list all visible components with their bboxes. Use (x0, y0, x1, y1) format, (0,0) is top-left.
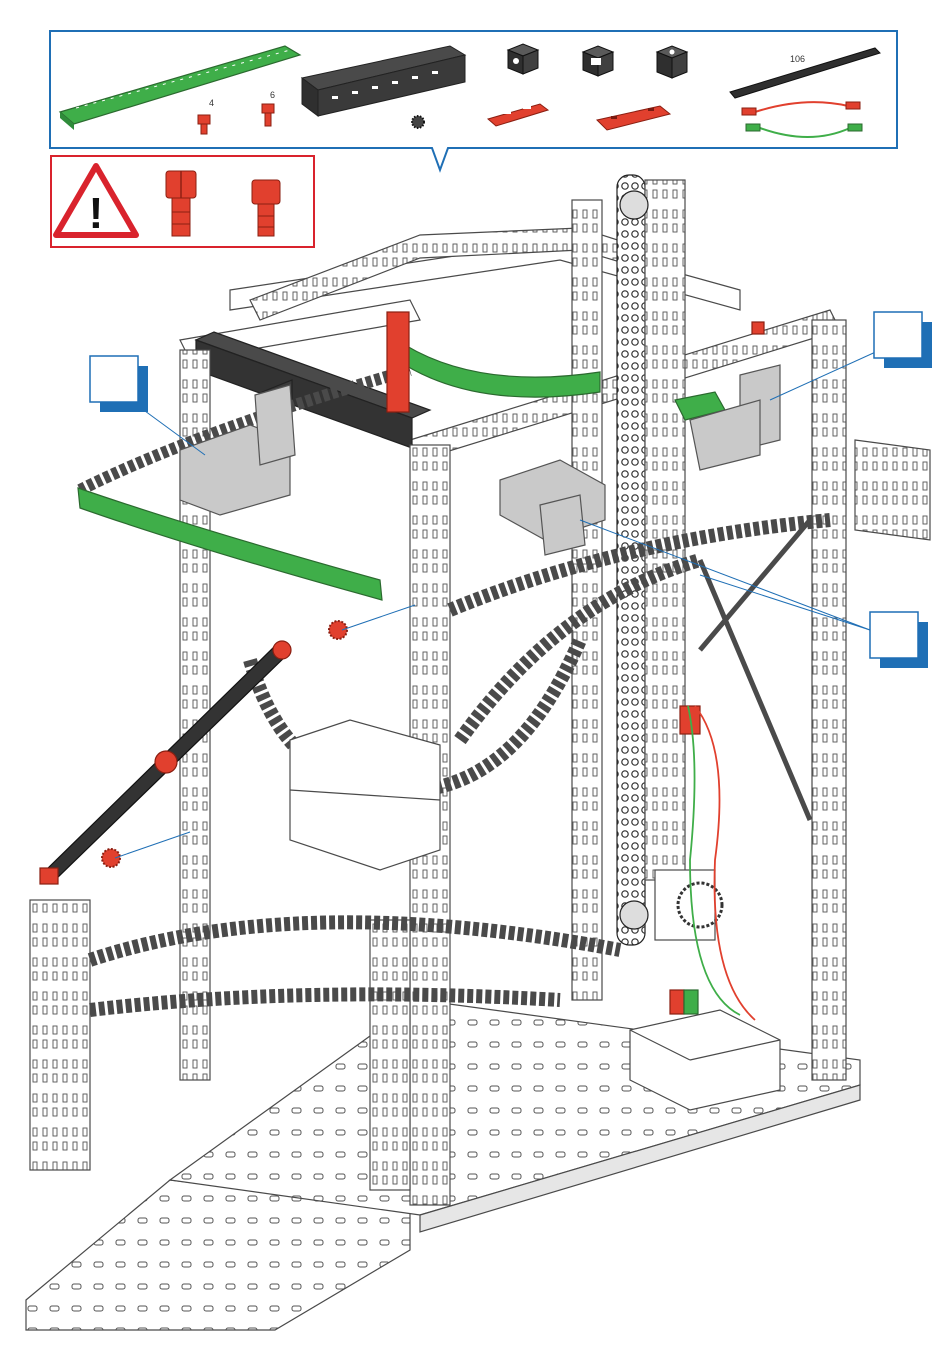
leader-gear-upper (342, 605, 415, 630)
main-assembly (26, 175, 930, 1330)
cross-brace-2 (700, 520, 810, 650)
column-front-left-short (30, 900, 90, 1170)
length-label-106: 106 (790, 54, 805, 64)
parts-panel: 4 6 (50, 31, 897, 170)
callout-right-top (874, 312, 932, 368)
red-joint-bottom (40, 868, 58, 884)
quantity-label-6: 6 (270, 90, 275, 100)
drive-chain (617, 175, 645, 945)
warning-panel: ! (51, 156, 314, 247)
switch-lower (670, 990, 698, 1014)
column-rear-tall (572, 200, 602, 1000)
green-wire (688, 706, 740, 1015)
lower-housing-block (290, 720, 440, 870)
dark-cube-part-1 (508, 44, 538, 74)
drive-chain-tower (645, 180, 685, 880)
motor-gearbox (655, 870, 722, 940)
column-center-lower (370, 920, 410, 1190)
red-wire (695, 706, 755, 1020)
dark-cube-part-3 (657, 46, 687, 78)
callout-right-middle (870, 612, 928, 668)
red-gear-lower (102, 849, 120, 867)
red-cap-right (752, 322, 764, 334)
dark-strut-arm (40, 641, 291, 884)
red-joint-middle (155, 751, 177, 773)
parts-panel-frame (50, 31, 897, 170)
column-right-front (812, 320, 846, 1080)
callout-left-top (90, 356, 148, 412)
red-gear-upper (329, 621, 347, 639)
dark-cube-part-2 (583, 46, 613, 76)
curved-track-bottom (90, 922, 620, 960)
warning-glyph: ! (89, 189, 104, 238)
chain-bottom-sprocket (620, 901, 648, 929)
small-gear-part (412, 116, 424, 128)
red-flag-part (387, 312, 409, 412)
right-extension-block (855, 440, 930, 540)
green-track-top (405, 345, 600, 397)
chain-top-sprocket (620, 191, 648, 219)
curved-track-floor (90, 994, 560, 1010)
grey-block-right (690, 365, 780, 470)
cross-brace-1 (700, 560, 810, 820)
red-joint-top (273, 641, 291, 659)
quantity-label-4: 4 (209, 98, 214, 108)
leader-gear-lower (115, 832, 190, 858)
